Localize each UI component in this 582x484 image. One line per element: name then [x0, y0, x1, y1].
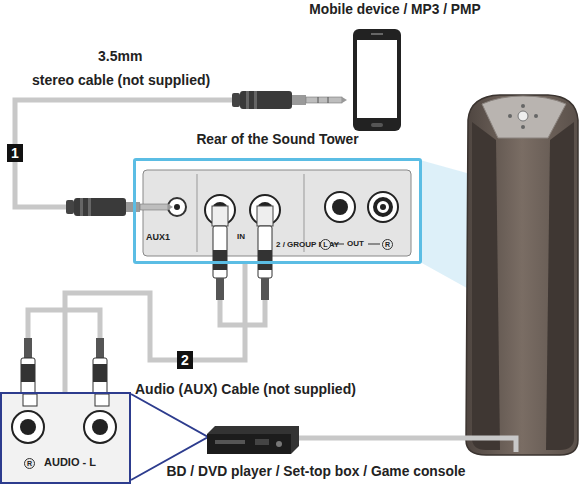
rca-plug — [212, 206, 273, 300]
phone-icon — [352, 28, 402, 132]
power-cable — [298, 438, 516, 452]
text-label: 3.5mm — [98, 48, 142, 64]
text-label: IN — [237, 232, 245, 241]
cable-line — [15, 100, 270, 207]
callout-flare — [420, 160, 474, 292]
channel-mark: L — [320, 239, 331, 250]
rca-jacks — [2, 394, 129, 482]
node-label: BD / DVD player / Set-top box / Game con… — [131, 463, 501, 479]
text-label: stereo cable (not supplied) — [32, 72, 210, 88]
channel-mark: R — [382, 239, 393, 250]
mobile-device: Mobile device / MP3 / PMP — [270, 0, 520, 135]
cable-connector — [15, 100, 270, 207]
node-text: AUDIO - L — [44, 456, 96, 468]
mini-jack-plug — [66, 198, 173, 216]
sound-tower — [466, 95, 578, 455]
node-label: Rear of the Sound Tower — [133, 132, 422, 147]
audio-output-panel: R AUDIO - L — [0, 392, 131, 484]
cable-line — [65, 264, 245, 392]
text-label: AUX1 — [146, 232, 170, 242]
mini-jack-plug — [232, 91, 347, 109]
rear-panel-face — [143, 170, 411, 256]
node-label: R — [24, 458, 35, 469]
player-icon — [205, 424, 301, 458]
text-label: OUT — [347, 239, 364, 248]
node-label: Mobile device / MP3 / PMP — [270, 2, 520, 17]
callout-number: 2 — [177, 351, 193, 369]
callout-number: 1 — [7, 144, 23, 162]
source-device: BD / DVD player / Set-top box / Game con… — [131, 418, 501, 484]
text-label: Audio (AUX) Cable (not supplied) — [135, 381, 356, 397]
cable-connector — [65, 264, 245, 392]
